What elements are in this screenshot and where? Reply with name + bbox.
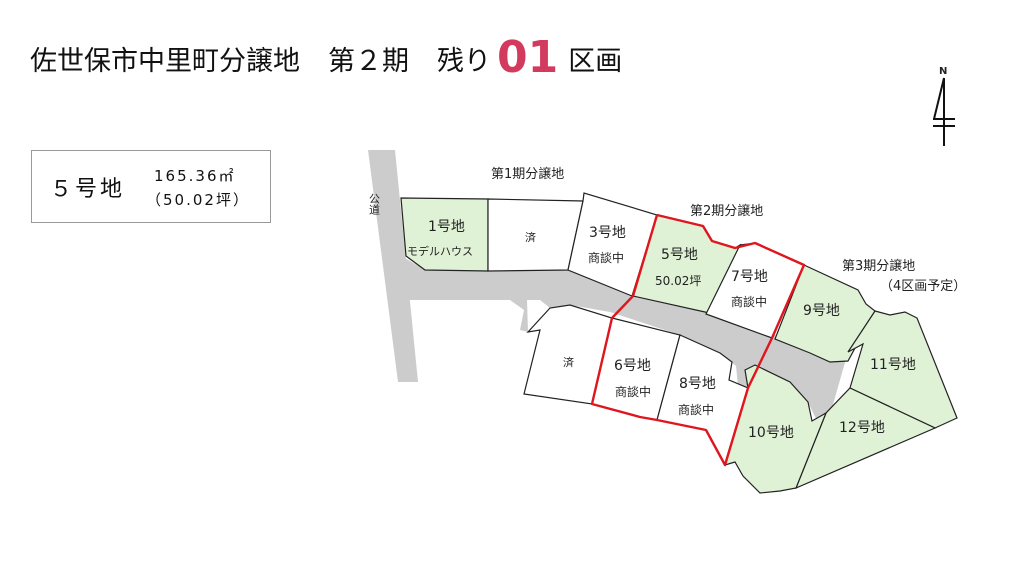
lot-11-name: 11号地 bbox=[870, 357, 916, 373]
lot-1[interactable] bbox=[400, 197, 489, 272]
info-lot-name: ５号地 bbox=[50, 177, 126, 202]
lot-info-box: ５号地 165.36㎡ （50.02坪） bbox=[31, 150, 271, 223]
public-road bbox=[368, 150, 418, 382]
page-title: 佐世保市中里町分譲地 第２期 残り 01 区画 bbox=[30, 28, 623, 83]
phase3-label: 第3期分譲地 bbox=[842, 258, 915, 274]
internal-road bbox=[395, 198, 855, 421]
lot-sold-b[interactable] bbox=[523, 304, 613, 405]
north-arrow-icon: N bbox=[933, 66, 955, 146]
lot-9[interactable] bbox=[774, 264, 876, 363]
lot-1-name: 1号地 bbox=[428, 219, 465, 235]
lot-7-status: 商談中 bbox=[731, 294, 767, 309]
lot-8-status: 商談中 bbox=[678, 402, 714, 417]
lot-7-name: 7号地 bbox=[731, 269, 768, 285]
lot-11[interactable] bbox=[847, 310, 958, 429]
lot-sold-b-status: 済 bbox=[563, 355, 574, 369]
title-phase: 第２期 bbox=[328, 46, 409, 77]
title-main: 佐世保市中里町分譲地 bbox=[30, 46, 300, 77]
lot-3-status: 商談中 bbox=[588, 250, 624, 265]
lot-1-status: モデルハウス bbox=[407, 244, 473, 258]
lot-sold-a-status: 済 bbox=[525, 230, 536, 244]
phase1-label: 第1期分譲地 bbox=[491, 166, 564, 182]
phase2-boundary bbox=[590, 213, 806, 467]
lot-5-name: 5号地 bbox=[661, 247, 698, 263]
lot-12-name: 12号地 bbox=[839, 420, 885, 436]
lot-6-name: 6号地 bbox=[614, 358, 651, 374]
lot-5-status: 50.02坪 bbox=[655, 274, 701, 288]
lot-3-name: 3号地 bbox=[589, 225, 626, 241]
road-label: 公道 bbox=[368, 193, 381, 215]
lot-8-name: 8号地 bbox=[679, 376, 716, 392]
lot-6-status: 商談中 bbox=[615, 384, 651, 399]
north-label: N bbox=[939, 66, 947, 77]
title-remaining-prefix: 残り bbox=[437, 46, 491, 77]
remaining-count: 01 bbox=[497, 32, 559, 83]
phase3-note: （4区画予定） bbox=[880, 279, 966, 294]
info-area-tsubo: （50.02坪） bbox=[146, 191, 250, 209]
title-remaining-suffix: 区画 bbox=[568, 46, 623, 77]
lot-10-name: 10号地 bbox=[748, 425, 794, 441]
info-area-m2: 165.36㎡ bbox=[154, 167, 236, 185]
lot-9-name: 9号地 bbox=[803, 303, 840, 319]
phase2-label: 第2期分譲地 bbox=[690, 203, 763, 219]
